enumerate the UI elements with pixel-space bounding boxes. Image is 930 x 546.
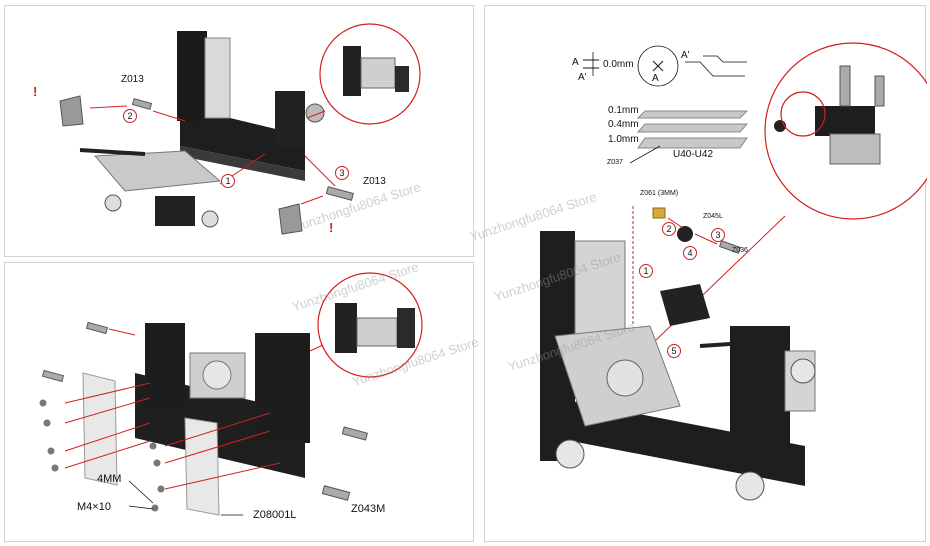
tailstock: [275, 91, 305, 146]
carriage: [93, 150, 222, 192]
label-z061: Z061 (3MM): [640, 190, 679, 197]
panel-tailstock-assembly: ! ! Z013 Z013 1 2 3: [4, 5, 474, 257]
warning-mark-right: !: [329, 220, 334, 235]
label-a: A: [572, 57, 579, 68]
lathe-diagram-1: [59, 23, 421, 235]
label-gap: 0.0mm: [603, 59, 634, 70]
label-z08001l: Z08001L: [253, 509, 297, 521]
lathe-diagram-2: [39, 272, 423, 516]
warning-mark-left: !: [33, 84, 38, 99]
label-m4x10: M4×10: [77, 501, 111, 513]
shim-0-4mm: [636, 123, 749, 133]
headstock: [145, 323, 185, 408]
part-block-right: [278, 203, 303, 235]
label-z037: Z037: [607, 159, 623, 166]
label-shim-1-0: 1.0mm: [608, 134, 639, 145]
part-z061: [652, 207, 666, 219]
label-shim-0-4: 0.4mm: [608, 119, 639, 130]
label-zoom-a-prime: A': [681, 50, 690, 61]
step-4: 4: [683, 246, 697, 260]
label-a-prime: A': [578, 72, 587, 83]
step-3: 3: [711, 228, 725, 242]
step-1: 1: [639, 264, 653, 278]
label-4mm: 4MM: [97, 473, 122, 485]
panel-toolpost-assembly: A A' 0.0mm A A' 0.1mm 0.4mm 1.0mm Z037 U…: [484, 5, 927, 542]
step-5: 5: [667, 344, 681, 358]
step-2: 2: [662, 222, 676, 236]
label-z043m: Z043M: [351, 503, 386, 515]
guard-plate-left: [82, 372, 118, 486]
label-z036: Z036: [732, 247, 748, 254]
headstock: [177, 31, 207, 121]
label-u40-u42: U40-U42: [673, 149, 714, 160]
tailstock: [255, 333, 310, 443]
step-3: 3: [335, 166, 349, 180]
step-2: 2: [123, 109, 137, 123]
part-block-left: [59, 95, 84, 127]
label-zoom-a: A: [652, 73, 659, 84]
guard-plate-right: [184, 417, 220, 516]
label-shim-0-1: 0.1mm: [608, 105, 639, 116]
shim-1-0mm: [637, 137, 748, 149]
toolpost: [660, 284, 710, 326]
zoom-circle-a: [637, 45, 679, 87]
part-z045: [677, 226, 693, 242]
shim-0-1mm: [636, 110, 749, 119]
lathe-bed: [180, 106, 305, 171]
label-z013-a: Z013: [121, 74, 144, 85]
lathe-diagram-3: [540, 42, 927, 501]
tailstock: [730, 326, 790, 466]
label-z045l: Z045L: [703, 213, 723, 220]
step-1: 1: [221, 174, 235, 188]
panel-guard-plate-assembly: 4MM M4×10 Z08001L Z043M: [4, 262, 474, 542]
label-z013-b: Z013: [363, 176, 386, 187]
